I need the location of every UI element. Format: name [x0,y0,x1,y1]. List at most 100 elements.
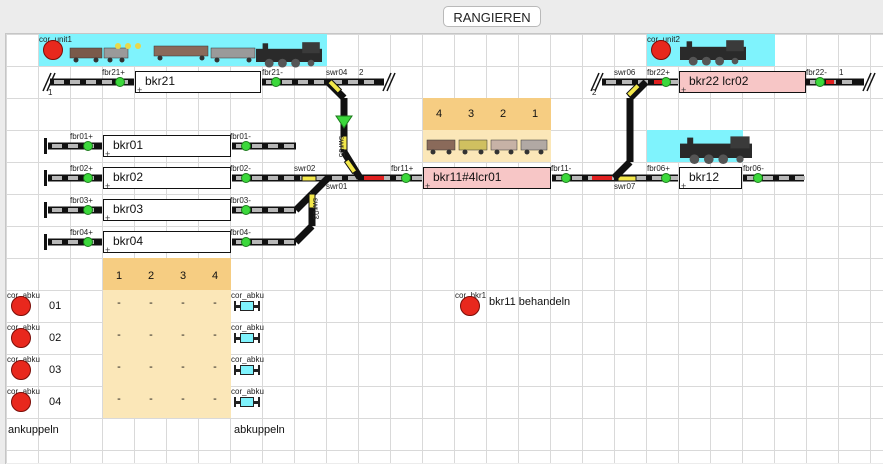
bkr11-behandeln-label[interactable]: bkr11 behandeln [489,296,571,308]
wheel-mark [157,55,163,61]
red-circle-icon[interactable] [43,40,63,60]
sensor-green-icon [271,77,281,87]
sleeper-mark [86,80,96,84]
sleeper-mark [252,144,262,148]
sensor-green-icon [241,237,251,247]
block-bkr03[interactable]: bkr03+ [103,199,231,223]
track-number-2a: 2 [359,68,364,77]
sensor-green-icon [115,77,125,87]
table-cell: - [213,329,217,341]
track-occupied-mark [826,80,834,84]
red-circle-icon[interactable] [11,328,31,348]
sleeper-mark [348,80,358,84]
steam-locomotive-icon [680,40,746,66]
sleeper-mark [252,208,262,212]
track-segment [293,223,315,245]
red-circle-icon[interactable] [11,360,31,380]
sensor-green-icon [241,141,251,151]
track-segment [309,175,331,197]
swr03-label: swr03 [311,198,320,220]
sleeper-mark [622,80,632,84]
sleeper-mark [670,80,680,84]
red-circle-icon[interactable] [460,296,480,316]
row-id: 03 [49,364,62,376]
sleeper-mark [268,208,278,212]
track-end-slash [866,72,876,92]
sensor-green-icon [661,77,671,87]
red-circle-icon[interactable] [11,296,31,316]
block-bkr11[interactable]: bkr11#4lcr01+ [423,167,551,191]
block-bkr04[interactable]: bkr04+ [103,231,231,255]
uncoupler-icon[interactable] [234,365,260,375]
block-bkr22[interactable]: bkr22 lcr02+ [679,71,806,95]
tab-rangieren[interactable]: RANGIEREN [443,6,541,27]
sleeper-mark [282,80,292,84]
table-cell: - [181,297,185,309]
table-cell: - [181,329,185,341]
sleeper-mark [332,176,342,180]
uncoupler-icon[interactable] [234,333,260,343]
freight-wagon-icon [458,139,488,151]
track-end-slash [862,72,872,92]
track-occupied-mark [654,80,662,84]
block-bkr01[interactable]: bkr01+ [103,135,231,159]
block-bkr21[interactable]: bkr21+ [135,71,261,95]
sleeper-mark [284,176,294,180]
row-id: 02 [49,332,62,344]
red-circle-icon[interactable] [11,392,31,412]
wheel-mark [462,149,468,155]
block-bkr02[interactable]: bkr02+ [103,167,231,191]
sleeper-mark [52,240,62,244]
sleeper-mark [268,144,278,148]
sleeper-mark [70,80,80,84]
swr05-label: swr05 [337,136,346,158]
fbr06-minus-label: fbr06- [743,164,764,173]
row-right-small-label: cor_abku [231,355,264,364]
couple-header-1: 1 [115,270,123,282]
uncoupler-icon[interactable] [234,301,260,311]
ankuppeln-label: ankuppeln [8,424,59,436]
couple-header-2: 2 [147,270,155,282]
tab-bar: RANGIEREN [0,0,883,34]
wagon-header-1: 1 [531,108,539,120]
table-cell: - [117,393,121,405]
sleeper-mark [332,80,342,84]
sleeper-mark [763,176,773,180]
uncoupler-icon[interactable] [234,397,260,407]
load-mark [115,43,121,49]
wheel-mark [199,55,205,61]
sleeper-mark [779,176,789,180]
sleeper-mark [364,80,374,84]
plus-icon: + [137,85,143,95]
track-end-slash [382,72,392,92]
sleeper-mark [636,176,646,180]
sleeper-mark [268,176,278,180]
sensor-green-icon [83,205,93,215]
fbr04-plus-label: fbr04+ [70,228,93,237]
track-segment [627,79,649,101]
sleeper-mark [54,80,64,84]
table-cell: - [149,297,153,309]
wheel-mark [524,149,530,155]
sleeper-mark [252,176,262,180]
table-cell: - [181,361,185,373]
row-id: 04 [49,396,62,408]
sleeper-mark [102,80,112,84]
fbr01-minus-label: fbr01- [230,132,251,141]
fbr03-plus-label: fbr03+ [70,196,93,205]
track-end-slash [594,72,604,92]
table-cell: - [213,297,217,309]
track-end-slash [386,72,396,92]
sleeper-mark [268,240,278,244]
switch-yellow-mark [301,175,317,182]
table-cell: - [149,393,153,405]
sensor-green-icon [241,173,251,183]
couple-header-4: 4 [211,270,219,282]
block-bkr12[interactable]: bkr12+ [679,167,742,191]
red-circle-icon[interactable] [651,40,671,60]
wheel-mark [494,149,500,155]
green-arrow-icon [335,115,353,129]
table-cell: - [149,361,153,373]
cor-unit1-label: cor_unit1 [39,35,72,44]
wheel-mark [107,57,113,63]
